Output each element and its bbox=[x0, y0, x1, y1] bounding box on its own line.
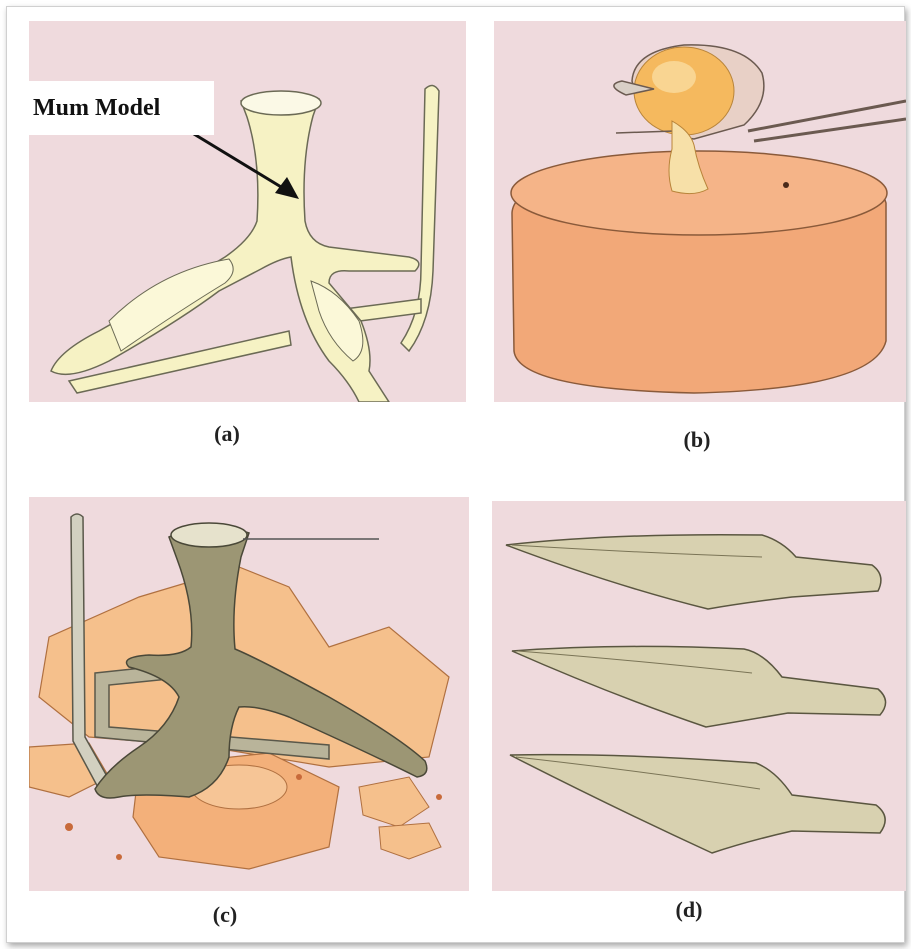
mum-model-label: Mum Model bbox=[29, 81, 214, 135]
panel-a-wax-model: Mum Model bbox=[29, 21, 466, 402]
panel-b-pouring bbox=[494, 21, 906, 402]
pouring-illustration bbox=[494, 21, 906, 402]
caption-c: (c) bbox=[185, 902, 265, 928]
wax-model-illustration bbox=[29, 21, 466, 402]
caption-b: (b) bbox=[657, 427, 737, 453]
spearheads-illustration bbox=[492, 501, 906, 891]
panel-d-spearheads bbox=[492, 501, 906, 891]
caption-a: (a) bbox=[187, 421, 267, 447]
broken-mold-illustration bbox=[29, 497, 469, 891]
caption-d: (d) bbox=[649, 897, 729, 923]
figure-frame: Mum Model bbox=[6, 6, 905, 943]
panel-c-broken-mold bbox=[29, 497, 469, 891]
